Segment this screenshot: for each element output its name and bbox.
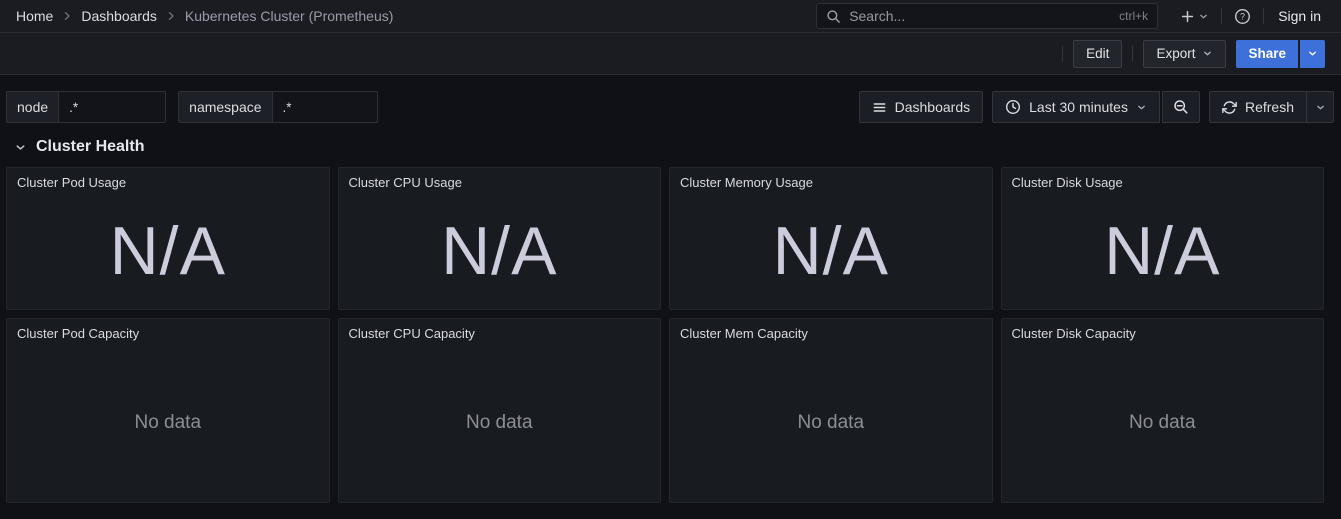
- panel-body: N/A: [1002, 192, 1324, 309]
- stat-value: N/A: [109, 212, 226, 289]
- time-controls: Dashboards Last 30 minutes: [858, 91, 1334, 123]
- chevron-right-icon: [163, 10, 179, 22]
- export-button[interactable]: Export: [1143, 39, 1227, 68]
- chevron-down-icon: [14, 141, 27, 154]
- panel-body: N/A: [7, 192, 329, 309]
- nav-actions: ? Sign in: [1178, 6, 1325, 27]
- edit-button[interactable]: Edit: [1073, 39, 1123, 68]
- share-split-button: Share: [1236, 39, 1325, 68]
- time-range-picker[interactable]: Last 30 minutes: [992, 91, 1160, 123]
- sign-in-button[interactable]: Sign in: [1274, 6, 1325, 26]
- panel-title[interactable]: Cluster Pod Capacity: [17, 326, 140, 341]
- panel-title[interactable]: Cluster CPU Capacity: [348, 326, 475, 341]
- panel-title[interactable]: Cluster Memory Usage: [680, 175, 813, 190]
- search-bar[interactable]: ctrl+k: [816, 3, 1159, 29]
- panel-cluster-memory-usage: Cluster Memory Usage N/A: [669, 167, 993, 310]
- help-icon: ?: [1234, 8, 1251, 25]
- dashboard-controls: node namespace Dashboards Last 30 minute…: [0, 91, 1341, 123]
- svg-text:?: ?: [1240, 11, 1245, 21]
- panel-cluster-disk-usage: Cluster Disk Usage N/A: [1000, 167, 1324, 310]
- export-button-label: Export: [1156, 46, 1196, 61]
- panel-cluster-pod-usage: Cluster Pod Usage N/A: [6, 167, 330, 310]
- hamburger-icon: [872, 100, 887, 115]
- zoom-out-time-button[interactable]: [1161, 91, 1200, 123]
- clock-icon: [1005, 99, 1021, 115]
- no-data-message: No data: [134, 411, 202, 433]
- panel-body: No data: [1002, 343, 1324, 502]
- divider: [1132, 45, 1134, 62]
- panel-title[interactable]: Cluster Mem Capacity: [680, 326, 808, 341]
- dashboards-list-label: Dashboards: [894, 99, 971, 115]
- chevron-down-icon: [1315, 102, 1326, 113]
- refresh-group: Refresh: [1208, 91, 1334, 123]
- breadcrumb-dashboards[interactable]: Dashboards: [81, 8, 157, 24]
- refresh-icon: [1222, 100, 1237, 115]
- stat-value: N/A: [441, 212, 558, 289]
- variable-node: node: [6, 91, 167, 123]
- panel-cluster-cpu-usage: Cluster CPU Usage N/A: [337, 167, 661, 310]
- search-input[interactable]: [849, 8, 1112, 24]
- panel-cluster-disk-capacity: Cluster Disk Capacity No data: [1000, 318, 1324, 503]
- no-data-message: No data: [465, 411, 533, 433]
- section-title: Cluster Health: [36, 138, 145, 155]
- refresh-label: Refresh: [1244, 99, 1294, 115]
- row-cluster-health[interactable]: Cluster Health: [0, 123, 1341, 167]
- breadcrumb: Home Dashboards Kubernetes Cluster (Prom…: [16, 8, 393, 24]
- panel-title[interactable]: Cluster Disk Usage: [1011, 175, 1123, 190]
- dashboards-list-button[interactable]: Dashboards: [858, 91, 984, 123]
- time-range-label: Last 30 minutes: [1029, 99, 1128, 115]
- template-variables: node namespace: [6, 91, 378, 123]
- panel-title[interactable]: Cluster Disk Capacity: [1011, 326, 1136, 341]
- variable-namespace: namespace: [178, 91, 378, 123]
- variable-namespace-label: namespace: [179, 92, 273, 122]
- panel-cluster-pod-capacity: Cluster Pod Capacity No data: [6, 318, 330, 503]
- panel-cluster-cpu-capacity: Cluster CPU Capacity No data: [337, 318, 661, 503]
- panel-body: No data: [339, 343, 661, 502]
- divider: [1062, 45, 1064, 62]
- share-options-button[interactable]: [1300, 39, 1325, 68]
- panel-body: No data: [7, 343, 329, 502]
- divider: [1221, 8, 1223, 24]
- refresh-interval-button[interactable]: [1306, 92, 1333, 122]
- chevron-down-icon: [1198, 11, 1209, 22]
- zoom-out-icon: [1173, 99, 1189, 115]
- refresh-button[interactable]: Refresh: [1210, 92, 1306, 122]
- variable-node-input[interactable]: [59, 92, 166, 122]
- chevron-down-icon: [1307, 48, 1318, 59]
- breadcrumb-home[interactable]: Home: [16, 8, 54, 24]
- chevron-down-icon: [1136, 102, 1147, 113]
- chevron-right-icon: [59, 10, 75, 22]
- variable-node-label: node: [7, 92, 60, 122]
- breadcrumb-current-page: Kubernetes Cluster (Prometheus): [184, 8, 394, 24]
- search-icon: [826, 9, 841, 24]
- panels-grid: Cluster Pod Usage N/A Cluster CPU Usage …: [0, 167, 1341, 503]
- help-button[interactable]: ?: [1232, 6, 1253, 27]
- variable-namespace-input[interactable]: [272, 92, 377, 122]
- share-button[interactable]: Share: [1236, 39, 1298, 68]
- add-new-button[interactable]: [1178, 7, 1211, 26]
- dashboard-toolbar: Edit Export Share: [0, 33, 1341, 75]
- panel-cluster-mem-capacity: Cluster Mem Capacity No data: [669, 318, 993, 503]
- top-nav-bar: Home Dashboards Kubernetes Cluster (Prom…: [0, 0, 1341, 33]
- plus-icon: [1180, 9, 1195, 24]
- chevron-down-icon: [1202, 48, 1213, 59]
- stat-value: N/A: [1104, 212, 1221, 289]
- search-shortcut-hint: ctrl+k: [1119, 9, 1149, 23]
- panel-body: N/A: [339, 192, 661, 309]
- stat-value: N/A: [772, 212, 889, 289]
- no-data-message: No data: [797, 411, 865, 433]
- panel-title[interactable]: Cluster CPU Usage: [348, 175, 462, 190]
- time-picker-group: Last 30 minutes: [992, 91, 1200, 123]
- divider: [1263, 8, 1265, 24]
- panel-body: No data: [670, 343, 992, 502]
- panel-title[interactable]: Cluster Pod Usage: [17, 175, 127, 190]
- panel-body: N/A: [670, 192, 992, 309]
- no-data-message: No data: [1128, 411, 1196, 433]
